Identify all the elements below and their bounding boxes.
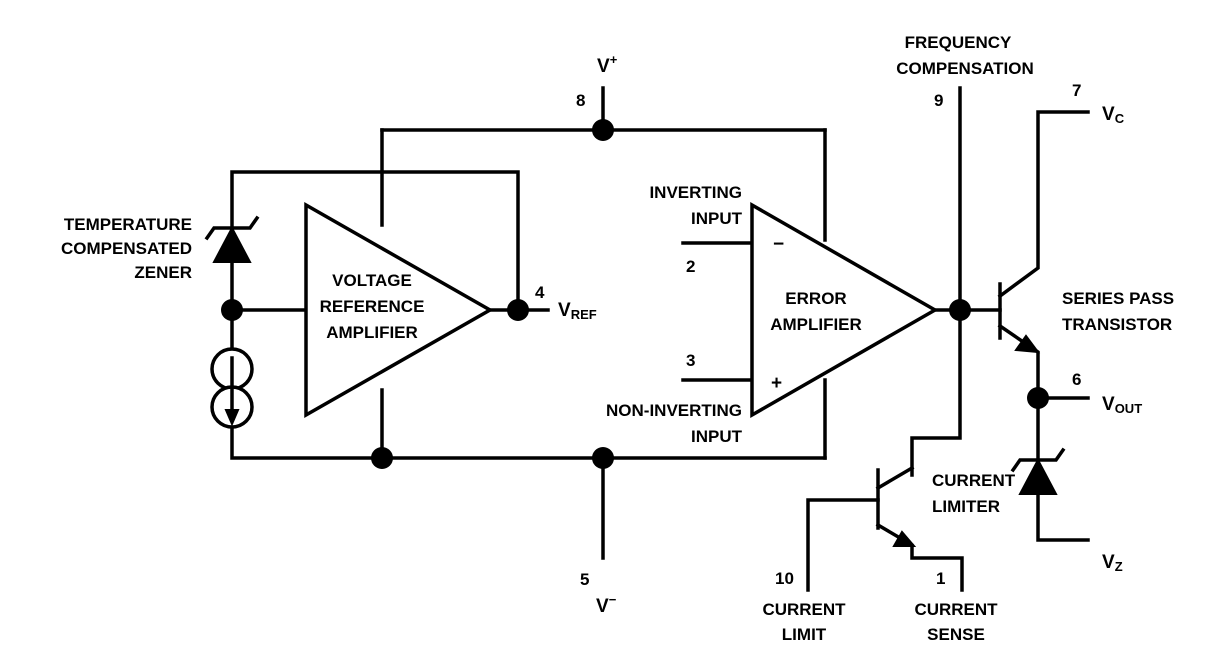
voltage-reference-amplifier (304, 201, 494, 419)
label-v-z: VZ (1102, 552, 1123, 574)
label-pin-2: 2 (686, 257, 695, 276)
series-pass-emitter-arrow (1014, 334, 1041, 354)
label-pin-3: 3 (686, 351, 695, 370)
label-series-pass-line2: TRANSISTOR (1062, 315, 1172, 334)
junction-zener-node (221, 299, 243, 321)
label-current-sense-line1: CURRENT (914, 600, 998, 619)
label-pin-5: 5 (580, 570, 589, 589)
wire-series-pass-collector (997, 110, 1090, 299)
label-v-minus: V− (596, 592, 617, 617)
label-current-limit-line1: CURRENT (762, 600, 846, 619)
error-amp-minus-sign: − (773, 234, 784, 255)
zener-bar (204, 215, 260, 241)
current-source (210, 347, 254, 429)
label-temp-zener-line3: ZENER (134, 263, 192, 282)
label-inverting-line1: INVERTING (649, 183, 742, 202)
wire-current-limiter-emitter (875, 522, 964, 592)
junction-vplus (592, 119, 614, 141)
wire-current-limit-base (806, 498, 880, 592)
label-non-inverting-line1: NON-INVERTING (606, 401, 742, 420)
label-vref-amp-line1: VOLTAGE (332, 271, 412, 290)
junction-vref-amp-ground (371, 447, 393, 469)
label-pin-8: 8 (576, 91, 585, 110)
label-temp-zener-line2: COMPENSATED (61, 239, 192, 258)
label-pin-4: 4 (535, 283, 545, 302)
wire-pin9-lead (910, 86, 962, 477)
current-limiter-emitter-arrow (892, 530, 917, 547)
output-zener-diode (1010, 447, 1066, 495)
label-pin-9: 9 (934, 91, 943, 110)
wire-series-pass-emitter (997, 323, 1090, 542)
label-vref-amp-line3: AMPLIFIER (326, 323, 418, 342)
label-temp-zener-line1: TEMPERATURE (64, 215, 192, 234)
label-inverting-line2: INPUT (691, 209, 743, 228)
wire-zener-top-loop (230, 170, 520, 312)
junction-vout (1027, 387, 1049, 409)
label-pin-6: 6 (1072, 370, 1081, 389)
label-v-ref: VREF (558, 300, 597, 322)
label-series-pass-line1: SERIES PASS (1062, 289, 1174, 308)
current-limiter-collector (875, 465, 915, 491)
label-v-c: VC (1102, 104, 1125, 126)
junction-dots (221, 119, 1049, 469)
label-freq-comp-line2: COMPENSATION (896, 59, 1034, 78)
label-v-plus: V+ (597, 52, 618, 77)
label-vref-amp-line2: REFERENCE (320, 297, 425, 316)
junction-vref-output (507, 299, 529, 321)
error-amp-plus-sign: + (771, 373, 782, 394)
label-error-amp-line2: AMPLIFIER (770, 315, 862, 334)
junction-vminus (592, 447, 614, 469)
label-pin-1: 1 (936, 569, 945, 588)
label-freq-comp-line1: FREQUENCY (905, 33, 1012, 52)
label-pin-7: 7 (1072, 81, 1081, 100)
output-zener-bar (1010, 447, 1066, 473)
label-current-limit-line2: LIMIT (782, 625, 827, 644)
label-current-sense-line2: SENSE (927, 625, 985, 644)
label-current-limiter-line2: LIMITER (932, 497, 1000, 516)
current-source-arrow-head (224, 409, 240, 427)
zener-triangle (212, 225, 252, 263)
label-v-out: VOUT (1102, 394, 1142, 416)
output-zener-triangle (1018, 457, 1058, 495)
label-non-inverting-line2: INPUT (691, 427, 743, 446)
temperature-zener-diode (204, 215, 260, 263)
label-current-limiter-line1: CURRENT (932, 471, 1016, 490)
label-error-amp-line1: ERROR (785, 289, 846, 308)
error-amplifier (750, 201, 939, 419)
wire-current-source-to-vminus (230, 426, 827, 460)
junction-error-output (949, 299, 971, 321)
label-pin-10: 10 (775, 569, 794, 588)
